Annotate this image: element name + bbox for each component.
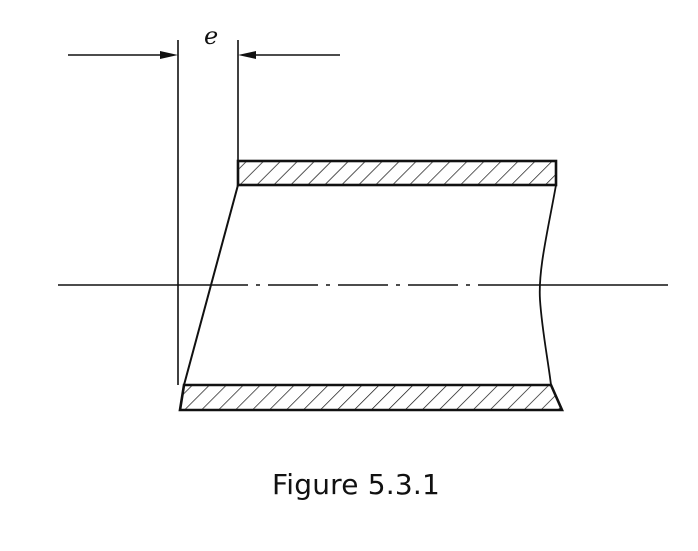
bottom-wall-hatching [180,385,562,410]
figure-caption: Figure 5.3.1 [271,468,441,501]
top-wall-hatching [239,162,556,185]
top-wall-outline [236,159,558,187]
dimension-label-e: e [204,22,218,50]
bottom-wall-outline [178,383,564,412]
pipe-slanted-end [183,184,239,386]
pipe-top-wall [236,159,558,187]
dimension-e: e [68,22,340,385]
pipe-break-line [538,184,557,386]
dimension-left-arrowhead [160,51,178,59]
pipe-bottom-wall [178,383,564,412]
dimension-right-arrowhead [238,51,256,59]
